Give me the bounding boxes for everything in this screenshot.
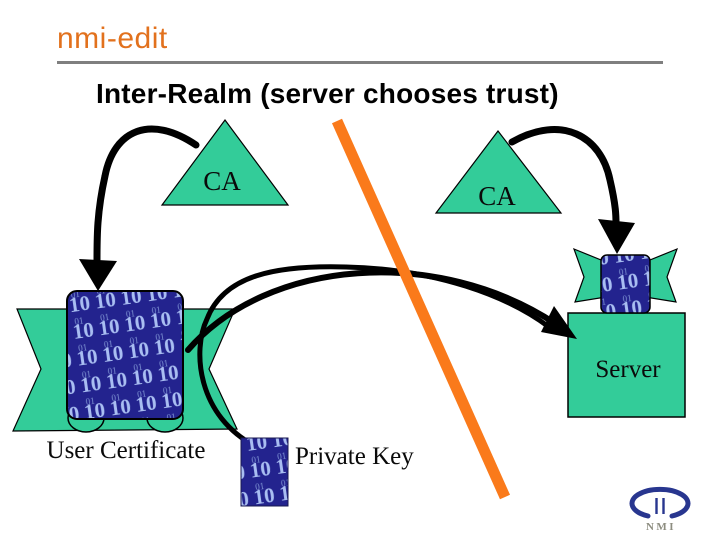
server-certificate-scroll (600, 254, 651, 314)
cert-to-server-arrow-head (541, 306, 577, 339)
nmi-logo-mark-icon (629, 486, 691, 519)
ca-triangle-left (160, 118, 290, 206)
private-key-texture (240, 437, 289, 507)
arrow-right-ca-to-server-cert (508, 126, 620, 228)
private-key-label: Private Key (295, 443, 414, 470)
private-key-curve (197, 264, 552, 450)
user-certificate-label: User Certificate (47, 437, 206, 464)
ca-label-left: CA (203, 166, 241, 196)
server-box (567, 312, 686, 418)
arrow-right-ca-head (598, 219, 635, 254)
nmi-logo: NMI (629, 486, 691, 533)
nmi-logo-text: NMI (646, 521, 676, 533)
user-certificate-scroll (66, 290, 184, 420)
ca-label-right: CA (478, 181, 516, 211)
server-label: Server (595, 356, 661, 383)
arrow-left-ca-to-user-cert (93, 125, 200, 264)
realm-divider-line (331, 118, 511, 500)
brand-text: nmi-edit (57, 22, 168, 55)
arrow-left-ca-head (79, 259, 117, 291)
ca-triangle-right (434, 130, 563, 214)
page-title: Inter-Realm (server chooses trust) (96, 78, 559, 109)
header-rule (57, 61, 663, 64)
cert-to-server-curve (185, 269, 559, 353)
